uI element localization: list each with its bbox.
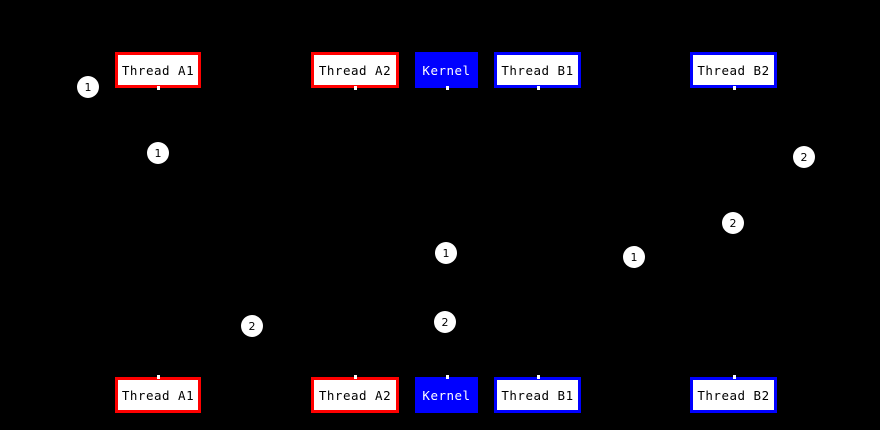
lifeline-stub [732,86,736,90]
lifeline-head-thread-b1[interactable]: Thread B1 [494,52,581,88]
message-marker-m3[interactable]: 2 [793,146,815,168]
message-marker-m6[interactable]: 1 [623,246,645,268]
message-marker-label: 2 [441,315,449,329]
lane-label: Thread A1 [121,62,195,78]
lane-label: Thread B2 [697,387,770,403]
message-marker-m2[interactable]: 1 [147,142,169,164]
lane-label: Thread B1 [501,62,574,78]
lifeline-foot-thread-b1[interactable]: Thread B1 [494,377,581,413]
lane-label: Thread B1 [501,387,574,403]
message-marker-label: 2 [729,216,737,230]
lane-label: Thread A2 [318,387,392,403]
lifeline-thread-a1 [158,88,159,377]
lifeline-head-thread-a2[interactable]: Thread A2 [311,52,399,88]
lifeline-foot-thread-b2[interactable]: Thread B2 [690,377,777,413]
message-marker-m8[interactable]: 2 [434,311,456,333]
lane-label: Thread A1 [121,387,195,403]
lifeline-stub [536,375,540,379]
message-marker-label: 1 [84,80,92,94]
lane-label: Thread B2 [697,62,770,78]
lifeline-stub [536,86,540,90]
message-marker-label: 2 [800,150,808,164]
lifeline-head-thread-a1[interactable]: Thread A1 [115,52,201,88]
lifeline-kernel [446,88,448,377]
lifeline-thread-b1 [537,88,539,377]
lane-label: Thread A2 [318,62,392,78]
lifeline-foot-thread-a2[interactable]: Thread A2 [311,377,399,413]
lifeline-head-kernel[interactable]: Kernel [415,52,478,88]
message-marker-m4[interactable]: 2 [722,212,744,234]
lifeline-foot-thread-a1[interactable]: Thread A1 [115,377,201,413]
lifeline-stub [157,86,160,90]
message-marker-m1[interactable]: 1 [77,76,99,98]
message-marker-label: 2 [248,319,256,333]
lane-label: Kernel [422,62,471,78]
lifeline-stub [732,375,736,379]
lifeline-stub [354,86,357,90]
message-marker-m5[interactable]: 1 [435,242,457,264]
lifeline-foot-kernel[interactable]: Kernel [415,377,478,413]
message-marker-label: 1 [154,146,162,160]
lifeline-thread-a2 [355,88,356,377]
lifeline-stub [354,375,357,379]
lifeline-stub [157,375,160,379]
message-marker-m7[interactable]: 2 [241,315,263,337]
lifeline-stub [445,86,449,90]
lifeline-head-thread-b2[interactable]: Thread B2 [690,52,777,88]
lifeline-stub [445,375,449,379]
lane-label: Kernel [422,387,471,403]
message-marker-label: 1 [442,246,450,260]
message-marker-label: 1 [630,250,638,264]
